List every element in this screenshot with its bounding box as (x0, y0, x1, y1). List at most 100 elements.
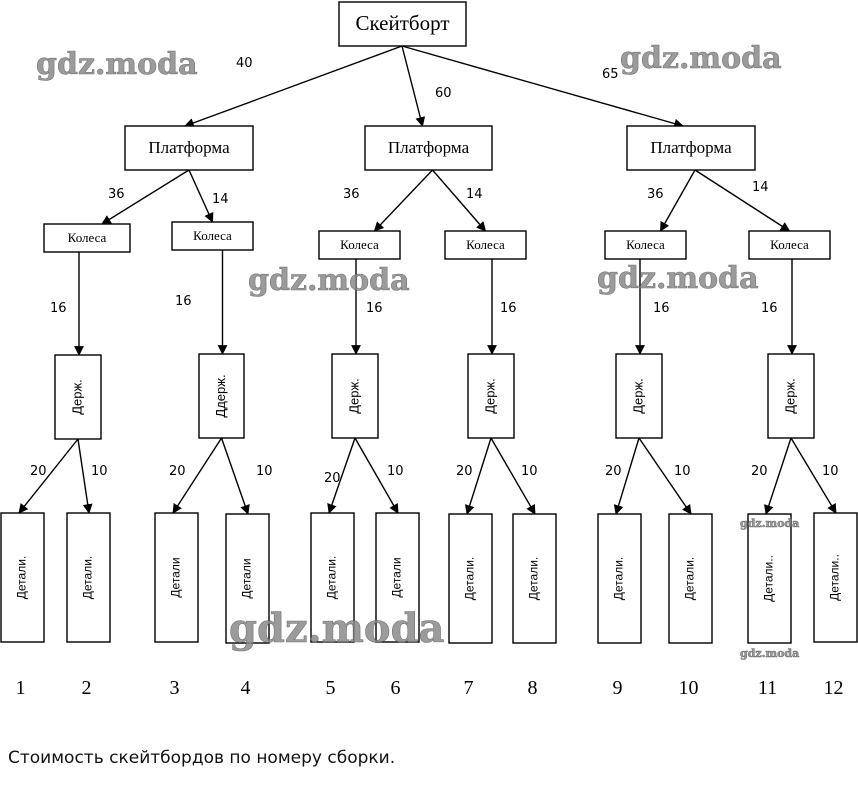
assembly-number-11: 11 (758, 677, 777, 699)
edge-holder-2-2-detail-8 (490, 437, 536, 515)
watermark-text: gdz.moda (597, 261, 759, 296)
edge-holder-3-2-detail-11 (764, 437, 792, 515)
weight-detail-11: 20 (751, 464, 768, 479)
holder-node-2-2: Держ. (467, 353, 515, 439)
detail-node-9: Детали. (597, 513, 642, 644)
weight-holder-3-1: 16 (653, 301, 670, 316)
root-node-label: Скейтборт (355, 11, 449, 35)
root-node-frame (338, 1, 467, 47)
wheels-node-2-2: Колеса (444, 230, 527, 260)
weight-detail-2: 10 (91, 464, 108, 479)
edge-platform-2-wheels-1 (373, 169, 434, 232)
edge-holder-1-1-detail-2 (77, 438, 93, 514)
weight-detail-8: 10 (521, 464, 538, 479)
holder-node-1-2-frame (198, 353, 245, 439)
wheels-node-1-2: Колеса (171, 221, 254, 251)
assembly-number-6: 6 (391, 677, 401, 699)
edge-holder-2-2-detail-7 (464, 437, 492, 515)
wheels-node-3-2: Колеса (748, 230, 831, 260)
assembly-number-2: 2 (82, 677, 92, 699)
edge-holder-1-2-detail-4 (220, 437, 250, 515)
detail-node-6-label: Детали (390, 557, 404, 597)
holder-node-1-2-label: Ддерж. (213, 374, 228, 417)
assembly-number-7: 7 (464, 677, 474, 699)
weight-detail-3: 20 (169, 464, 186, 479)
detail-node-12-frame (813, 512, 858, 643)
detail-node-12: Детали.. (813, 512, 858, 643)
detail-node-2-frame (66, 512, 111, 643)
edge-holder-1-1-detail-1 (18, 438, 79, 514)
detail-node-11: Детали.. (747, 513, 792, 644)
wheels-node-1-1-frame (43, 223, 131, 253)
detail-node-1-frame (0, 512, 45, 643)
detail-node-3-frame (154, 512, 199, 643)
edge-root-platform-1 (184, 45, 403, 128)
weight-detail-7: 20 (456, 464, 473, 479)
detail-node-9-frame (597, 513, 642, 644)
wheels-node-1-2-label: Колеса (193, 228, 232, 243)
holder-node-1-1-frame (54, 354, 102, 440)
detail-node-6: Детали (375, 512, 420, 643)
holder-node-1-1-label: Держ. (69, 379, 84, 415)
detail-node-8-label: Детали. (527, 557, 541, 600)
edge-holder-3-1-detail-9 (613, 437, 640, 515)
detail-node-4: Детали (225, 513, 270, 644)
edge-root-platform-2 (401, 45, 426, 127)
edge-holder-2-1-detail-6 (354, 437, 399, 514)
weight-holder-1-2: 16 (175, 294, 192, 309)
weight-detail-9: 20 (605, 464, 622, 479)
edge-holder-3-2-detail-12 (790, 437, 837, 514)
detail-node-4-frame (225, 513, 270, 644)
holder-node-3-2-label: Держ. (782, 378, 797, 414)
weight-wheels-3-1: 36 (647, 187, 664, 202)
holder-node-3-1: Держ. (615, 353, 663, 439)
detail-node-7: Детали. (448, 513, 493, 644)
edge-platform-1-wheels-2 (188, 169, 214, 223)
platform-node-2: Платформа (364, 125, 493, 171)
detail-node-4-label: Детали (240, 558, 254, 598)
edge-platform-2-wheels-2 (431, 169, 487, 232)
root-node: Скейтборт (338, 1, 467, 47)
weight-wheels-3-2: 14 (752, 180, 769, 195)
detail-node-1: Детали. (0, 512, 45, 643)
detail-node-9-label: Детали. (612, 557, 626, 600)
platform-node-1-frame (124, 125, 254, 171)
weight-detail-5: 20 (324, 471, 341, 486)
platform-node-2-label: Платформа (388, 138, 470, 157)
weight-wheels-1-1: 36 (108, 187, 125, 202)
wheels-node-3-2-label: Колеса (770, 237, 809, 252)
holder-node-2-1-label: Держ. (346, 378, 361, 414)
assembly-number-10: 10 (679, 677, 699, 699)
detail-node-5-frame (310, 512, 355, 643)
watermark-text: gdz.moda (248, 263, 410, 298)
weight-detail-6: 10 (387, 464, 404, 479)
holder-node-3-2: Держ. (767, 353, 815, 439)
assembly-number-1: 1 (16, 677, 26, 699)
detail-node-12-label: Детали.. (828, 554, 842, 601)
assembly-number-12: 12 (824, 677, 844, 699)
holder-node-3-1-label: Держ. (630, 378, 645, 414)
wheels-node-2-1-label: Колеса (340, 237, 379, 252)
platform-node-2-frame (364, 125, 493, 171)
platform-node-3-label: Платформа (650, 138, 732, 157)
platform-node-3: Платформа (626, 125, 756, 171)
weight-detail-1: 20 (30, 464, 47, 479)
weight-holder-2-1: 16 (366, 301, 383, 316)
holder-node-2-1-frame (331, 353, 379, 439)
detail-node-6-frame (375, 512, 420, 643)
weight-holder-3-2: 16 (761, 301, 778, 316)
holder-node-2-2-label: Держ. (482, 378, 497, 414)
wheels-node-3-2-frame (748, 230, 831, 260)
detail-node-1-label: Детали. (15, 556, 29, 599)
diagram-caption: Стоимость скейтбордов по номеру сборки. (8, 748, 396, 768)
weight-platform-3: 65 (602, 67, 619, 82)
weight-wheels-1-2: 14 (212, 192, 229, 207)
detail-node-8: Детали. (512, 513, 557, 644)
watermark-text: gdz.moda (620, 41, 782, 76)
weight-platform-2: 60 (435, 86, 452, 101)
wheels-node-3-1: Колеса (604, 230, 687, 260)
holder-node-1-1: Держ. (54, 354, 102, 440)
holder-node-3-1-frame (615, 353, 663, 439)
weight-detail-10: 10 (674, 464, 691, 479)
wheels-node-3-1-frame (604, 230, 687, 260)
